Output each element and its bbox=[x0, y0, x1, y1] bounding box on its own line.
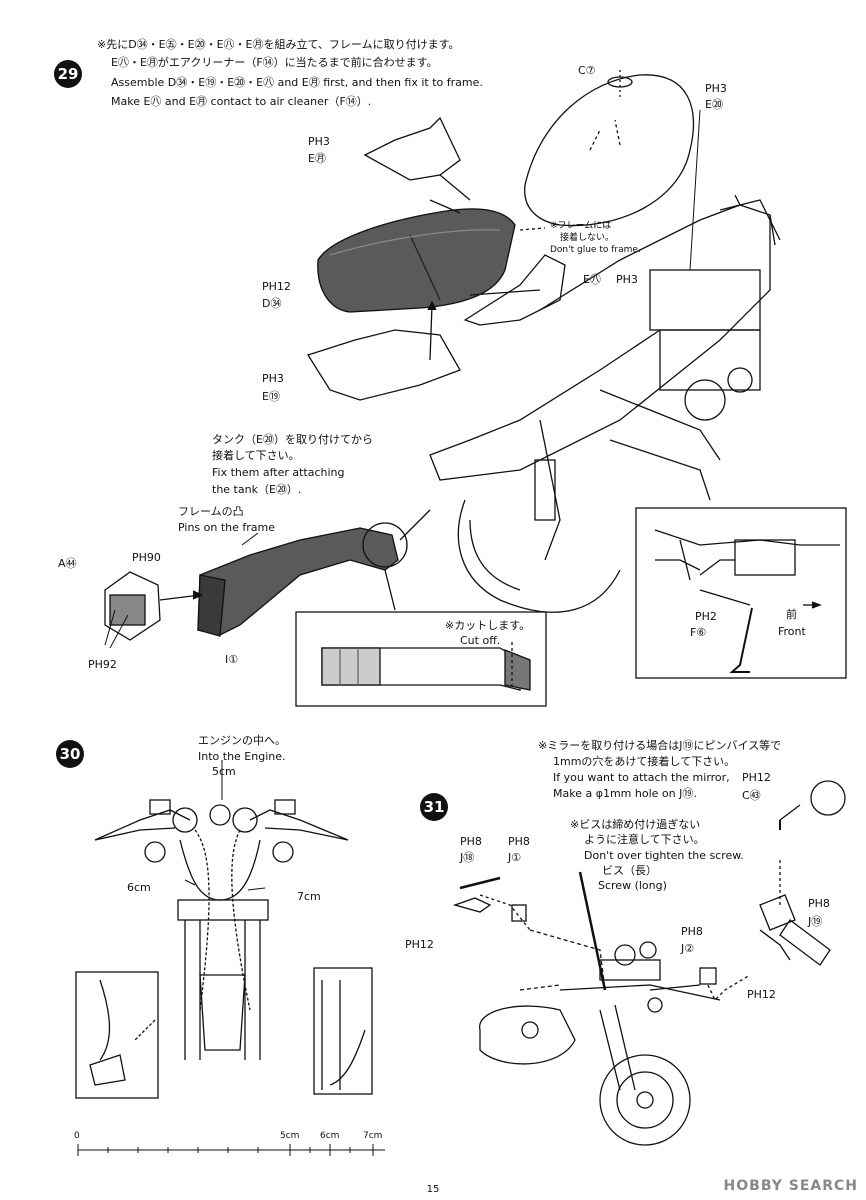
part-e83-drawing bbox=[363, 116, 461, 181]
part-e79-drawing bbox=[307, 329, 461, 401]
label-c73: C㊸ bbox=[742, 789, 761, 802]
page-number: 15 bbox=[426, 1184, 440, 1195]
tank-note-jp2: 接着して下さい。 bbox=[212, 449, 300, 462]
handlebar-front-drawing bbox=[479, 941, 721, 1146]
label-ph8-j1: PH8 bbox=[508, 835, 530, 848]
cut-note-jp: ※カットします。 bbox=[445, 619, 531, 632]
label-d34: D㉞ bbox=[262, 297, 282, 310]
label-ph12-left: PH12 bbox=[405, 938, 434, 951]
label-j19: J⑲ bbox=[808, 915, 823, 928]
tank-note-en1: Fix them after attaching bbox=[212, 466, 345, 479]
label-f6: F⑥ bbox=[690, 626, 707, 639]
label-c77: C⑦ bbox=[578, 64, 596, 77]
label-ph12-mirror: PH12 bbox=[742, 771, 771, 784]
length-7cm: 7cm bbox=[297, 890, 321, 903]
length-6cm: 6cm bbox=[127, 881, 151, 894]
label-i1: I① bbox=[225, 653, 239, 666]
step29-instruction-en1: Assemble D㉞・E⑲・E⑳・E㊇ and E㊊ first, and t… bbox=[111, 76, 483, 89]
label-ph8-j19: PH8 bbox=[808, 897, 830, 910]
mirror-note-en1: If you want to attach the mirror, bbox=[553, 771, 730, 784]
pins-note-en: Pins on the frame bbox=[178, 521, 276, 534]
frame-note-jp1: ※フレームには bbox=[550, 221, 612, 231]
mirror-note-jp1: ※ミラーを取り付ける場合はJ⑲にピンバイス等で bbox=[538, 739, 782, 752]
label-ph12-right: PH12 bbox=[747, 988, 776, 1001]
label-ph3-e83: PH3 bbox=[308, 135, 330, 148]
right-lever-drawing bbox=[699, 780, 846, 1002]
screw-note-jp1: ※ビスは締め付け過ぎない bbox=[570, 818, 701, 831]
screw-name-en: Screw (long) bbox=[598, 879, 667, 892]
pins-note-jp: フレームの凸 bbox=[178, 505, 244, 518]
taillight-drawing bbox=[104, 571, 204, 641]
tank-note-en2: the tank（E⑳）. bbox=[212, 483, 302, 496]
screw-note-en: Don't over tighten the screw. bbox=[584, 849, 744, 862]
label-ph8-j2: PH8 bbox=[681, 925, 703, 938]
label-j2: J② bbox=[681, 942, 695, 955]
into-engine-en: Into the Engine. bbox=[198, 750, 286, 763]
into-engine-jp: エンジンの中へ。 bbox=[198, 734, 286, 747]
seat-d34-drawing bbox=[317, 208, 516, 313]
tank-note-jp1: タンク（E⑳）を取り付けてから bbox=[212, 433, 373, 446]
label-ph3-tank: PH3 bbox=[705, 82, 727, 95]
mirror-note-en2: Make a φ1mm hole on J⑲. bbox=[553, 787, 697, 800]
ruler-label-6cm: 6cm bbox=[320, 1131, 340, 1141]
label-ph92: PH92 bbox=[88, 658, 117, 671]
label-front-en: Front bbox=[778, 625, 806, 638]
label-e80-tank: E⑳ bbox=[705, 98, 723, 111]
mirror-note-jp2: 1mmの穴をあけて接着して下さい。 bbox=[553, 755, 736, 768]
label-j18: J⑱ bbox=[460, 851, 475, 864]
screw-note-jp2: ように注意して下さい。 bbox=[584, 833, 705, 846]
ruler-label-0: 0 bbox=[74, 1131, 80, 1141]
screw-name-jp: ビス（長） bbox=[602, 864, 657, 877]
frame-engine-drawing bbox=[429, 194, 781, 613]
ruler-label-5cm: 5cm bbox=[280, 1131, 300, 1141]
label-ph90: PH90 bbox=[132, 551, 161, 564]
kickstand-inset bbox=[635, 507, 847, 679]
watermark: HOBBY SEARCH bbox=[723, 1178, 858, 1194]
fuel-tank-drawing bbox=[524, 70, 695, 227]
brake-line-inset-right bbox=[313, 967, 373, 1095]
left-lever-drawing bbox=[452, 876, 531, 931]
part-e82-drawing bbox=[463, 254, 566, 326]
cut-note-en: Cut off. bbox=[460, 634, 501, 647]
step-number-29: 29 bbox=[54, 60, 82, 88]
label-a84: A㊹ bbox=[58, 557, 77, 570]
label-ph2-stand: PH2 bbox=[695, 610, 717, 623]
length-5cm: 5cm bbox=[212, 765, 236, 778]
frame-note-en: Don't glue to frame. bbox=[550, 245, 641, 255]
ruler bbox=[77, 1144, 385, 1156]
front-view-drawing bbox=[94, 760, 349, 1060]
step-number-30: 30 bbox=[56, 740, 84, 768]
label-j1: J① bbox=[508, 851, 522, 864]
label-ph3-e79: PH3 bbox=[262, 372, 284, 385]
label-ph12-seat: PH12 bbox=[262, 280, 291, 293]
step29-instruction-jp2: E㊇・E㊊がエアクリーナー（F⑭）に当たるまで前に合わせます。 bbox=[111, 56, 438, 69]
label-e82: E㊇ bbox=[583, 273, 601, 286]
label-e79: E⑲ bbox=[262, 390, 280, 403]
label-ph3-e82: PH3 bbox=[616, 273, 638, 286]
ruler-label-7cm: 7cm bbox=[363, 1131, 383, 1141]
brake-line-inset-left bbox=[75, 971, 159, 1099]
label-front-jp: 前 bbox=[786, 608, 797, 621]
cut-off-inset bbox=[295, 611, 547, 707]
rear-fender-drawing bbox=[197, 527, 399, 637]
label-e83: E㊊ bbox=[308, 152, 326, 165]
step29-instruction-en2: Make E㊇ and E㊊ contact to air cleaner（F⑭… bbox=[111, 95, 372, 108]
frame-note-jp2: 接着しない。 bbox=[560, 233, 615, 243]
screw-drawing bbox=[578, 871, 607, 991]
step-number-31: 31 bbox=[420, 793, 448, 821]
label-ph8-j18: PH8 bbox=[460, 835, 482, 848]
step29-instruction-jp1: ※先にD㉞・E㊄・E⑳・E㊇・E㊊を組み立て、フレームに取り付けます。 bbox=[97, 38, 460, 51]
